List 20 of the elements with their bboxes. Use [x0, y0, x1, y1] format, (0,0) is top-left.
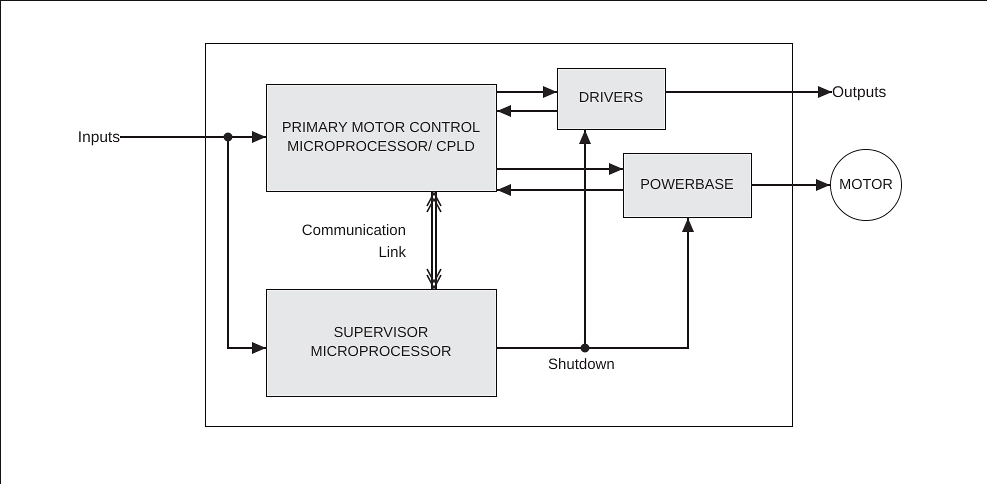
arrow: [752, 179, 830, 191]
arrow: [497, 184, 623, 196]
block-label: DRIVERS: [578, 89, 644, 108]
arrow: [666, 86, 832, 98]
signal-label: Outputs: [832, 82, 886, 102]
block-box: [266, 288, 496, 396]
arrow: [497, 163, 623, 175]
block-box: [556, 68, 666, 130]
double-arrow: [426, 191, 442, 290]
block-label: POWERBASE: [640, 176, 734, 194]
signal-label: Shutdown: [548, 356, 615, 373]
signal-label: Inputs: [78, 128, 120, 146]
block-label: PRIMARY MOTOR CONTROL MICROPROCESSOR/ CPLD: [280, 118, 482, 156]
arrow: [497, 105, 557, 117]
enclosure-box: [205, 43, 793, 427]
block-box: [266, 84, 496, 192]
block-label: MOTOR: [839, 176, 893, 194]
arrow: [497, 86, 557, 98]
block-box: [622, 152, 752, 218]
block-label: SUPERVISOR MICROPROCESSOR: [310, 324, 452, 362]
